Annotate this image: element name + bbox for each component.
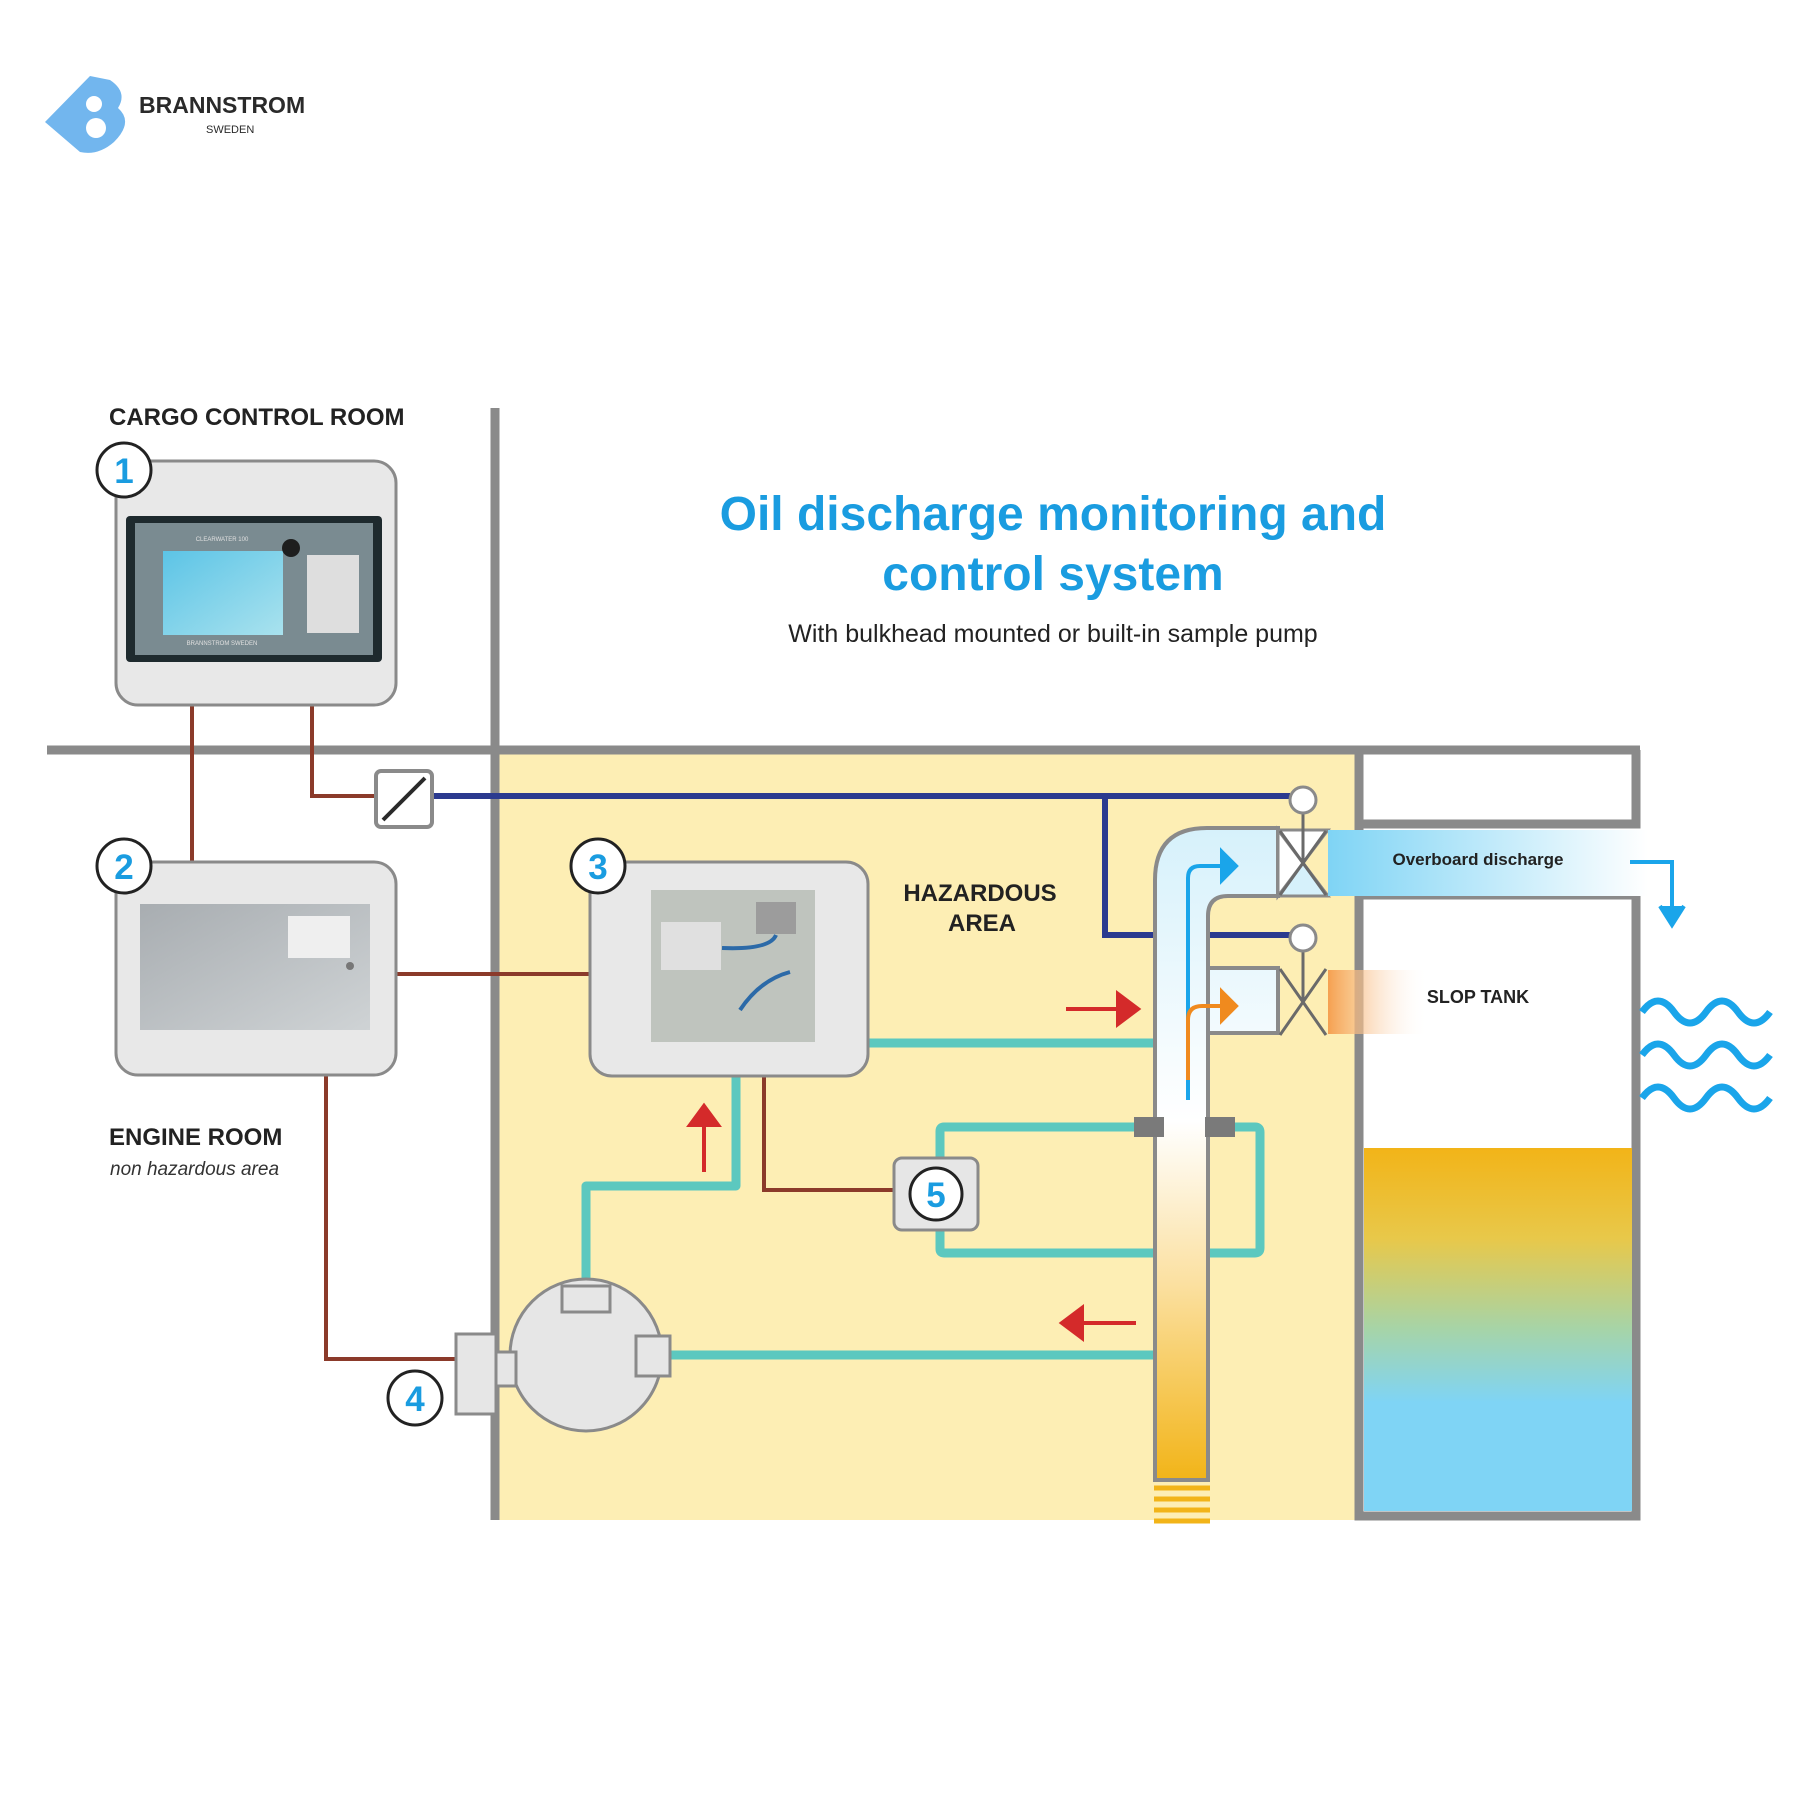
overboard-valve-icon [1274,785,1332,901]
sea-waves-icon [1639,997,1773,1113]
control-unit-model: CLEARWATER 100 [196,537,249,543]
discharge-pipe [1134,826,1280,1524]
diagram-title-line1: Oil discharge monitoring and [720,488,1387,541]
badge-2-number: 2 [114,848,133,887]
control-unit-screen [163,551,283,635]
junction-box-2 [114,860,398,1077]
engine-room-note: non hazardous area [110,1159,279,1180]
pipe-suction-inlet [1154,1485,1210,1524]
overboard-discharge-pipe [1328,830,1648,896]
control-unit-1: CLEARWATER 100 BRANNSTROM SWEDEN [114,459,398,707]
return-flow-arrow-icon [1058,1304,1136,1342]
badge-2: 2 [95,837,153,895]
control-unit-knob-icon [282,539,300,557]
diagram-subtitle: With bulkhead mounted or built-in sample… [788,620,1317,648]
slop-tank-inlet [1328,970,1428,1034]
badge-3-number: 3 [588,848,607,887]
valve-signal-lines [432,793,1290,938]
slop-tank-liquid [1364,1148,1632,1511]
badge-4: 4 [386,1369,444,1427]
sample-flow-arrow-icon [1066,990,1142,1028]
badge-5: 5 [908,1166,964,1222]
brand-logo: BRANNSTROM SWEDEN [45,76,305,153]
slop-tank-valve-icon [1278,923,1328,1036]
engine-room-label: ENGINE ROOM [109,1124,282,1151]
pipe-flow-blue-arrow-icon [1186,847,1239,1100]
brand-country: SWEDEN [206,124,254,136]
badge-3: 3 [569,837,627,895]
control-unit-brand: BRANNSTROM SWEDEN [187,641,258,647]
badge-1: 1 [95,441,153,499]
overboard-flow-arrow-icon [1630,860,1686,929]
hazardous-area-label-line1: HAZARDOUS [903,880,1056,907]
diagram-title-line2: control system [882,548,1223,601]
pump-outlet-flow-arrow-icon [686,1102,722,1172]
oil-analyzer-3 [588,860,870,1078]
signal-barrier-icon [374,769,434,829]
slop-tank-label: SLOP TANK [1427,987,1529,1007]
badge-1-number: 1 [114,452,133,491]
sample-lines [581,1038,1265,1360]
brannstrom-b-logo-icon [45,76,126,153]
brand-name: BRANNSTROM [139,92,305,118]
electrical-cables [190,705,894,1361]
overboard-discharge-label: Overboard discharge [1392,850,1563,869]
sample-pump-4 [454,1277,672,1433]
badge-4-number: 4 [405,1380,425,1419]
badge-5-number: 5 [926,1176,945,1215]
cargo-control-room-label: CARGO CONTROL ROOM [109,404,405,431]
hazardous-area-label-line2: AREA [948,910,1016,937]
pipe-flow-orange-arrow-icon [1186,987,1239,1080]
